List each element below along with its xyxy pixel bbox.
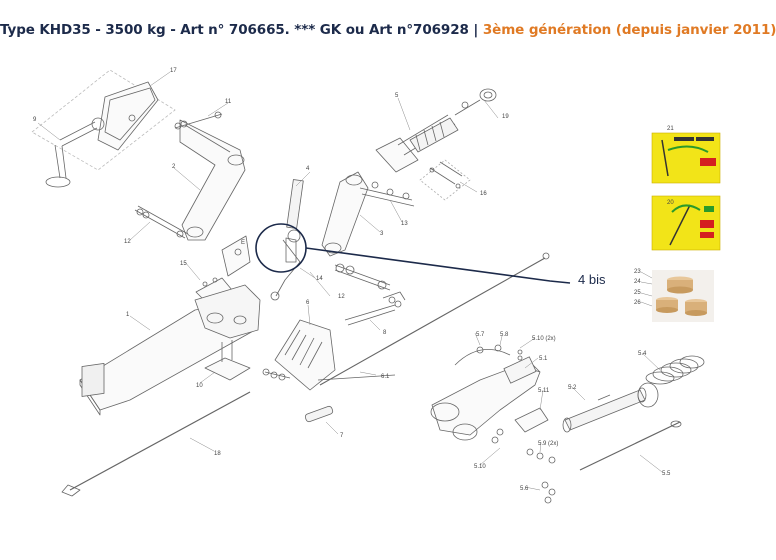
part-2-arm [174,111,246,241]
part-1-frame [79,284,261,416]
label-2: 2 [172,164,176,170]
label-12b: 12 [338,294,345,300]
part-5-5-rod [579,420,682,471]
label-5-7: 5.7 [476,332,485,338]
label-5-5: 5.5 [662,471,671,477]
label-20: 20 [667,200,674,206]
label-5-8: 5.8 [500,332,509,338]
label-3: 3 [380,231,384,237]
title-separator: | [473,22,479,38]
callout-4-bis [255,223,571,284]
part-5-drawbar [375,88,497,173]
label-19: 19 [502,114,509,120]
sticker-20 [651,195,721,251]
page-title: Type KHD35 - 3500 kg - Art n° 706665. **… [0,22,776,38]
label-5-6: 5.6 [520,486,529,492]
leader-lines [37,71,663,491]
label-26: 26 [634,300,641,306]
label-15: 15 [180,261,187,267]
part-12-pins [134,205,391,291]
title-main: Type KHD35 - 3500 kg - Art n° 706665. **… [0,22,469,38]
label-25: 25 [634,290,641,296]
label-5-9: 5.9 (2x) [538,441,558,447]
label-5-10a: 5.10 (2x) [532,336,556,342]
label-9: 9 [33,117,37,123]
label-13: 13 [401,221,408,227]
part-5-4-bellows [637,355,705,408]
label-6: 6 [306,300,310,306]
label-17: 17 [170,68,177,74]
label-23: 23 [634,269,641,275]
label-21: 21 [667,126,674,132]
label-7: 7 [340,433,344,439]
label-5: 5 [395,93,399,99]
sticker-21 [651,132,721,184]
label-18: 18 [214,451,221,457]
part-16 [419,159,471,201]
part-5-hardware [476,344,556,504]
label-10: 10 [196,383,203,389]
label-5-10b: 5.10 [474,464,486,470]
part-5-2-tube [562,387,647,433]
part-17-9-group [31,69,176,188]
label-16: 16 [480,191,487,197]
part-3-arm [321,171,415,257]
label-12a: 12 [124,239,131,245]
part-18-rod [61,391,251,497]
label-5-11: 5.11 [538,388,550,394]
callout-label: 4 bis [578,272,606,287]
bushings-panel [640,270,714,322]
part-7 [304,405,334,423]
exploded-parts-diagram: 9 17 11 2 12 5 19 4 16 13 3 14 12 15 E 1… [31,68,721,504]
part-E-bracket [221,235,251,277]
label-11: 11 [225,99,232,105]
part-8 [344,291,406,326]
title-generation: 3ème génération (depuis janvier 2011) [482,22,776,38]
label-1: 1 [126,312,130,318]
label-5-4: 5.4 [638,351,647,357]
label-6-1: 6.1 [381,374,390,380]
label-14: 14 [316,276,323,282]
part-10 [204,340,251,381]
part-6-bracket [262,252,550,391]
label-24: 24 [634,279,641,285]
label-E: E [241,240,245,246]
label-8: 8 [383,330,387,336]
label-5-1: 5.1 [539,356,548,362]
label-4: 4 [306,166,310,172]
label-5-2: 5.2 [568,385,577,391]
part-5-1-assembly [430,349,541,441]
part-4-damper [270,179,304,301]
